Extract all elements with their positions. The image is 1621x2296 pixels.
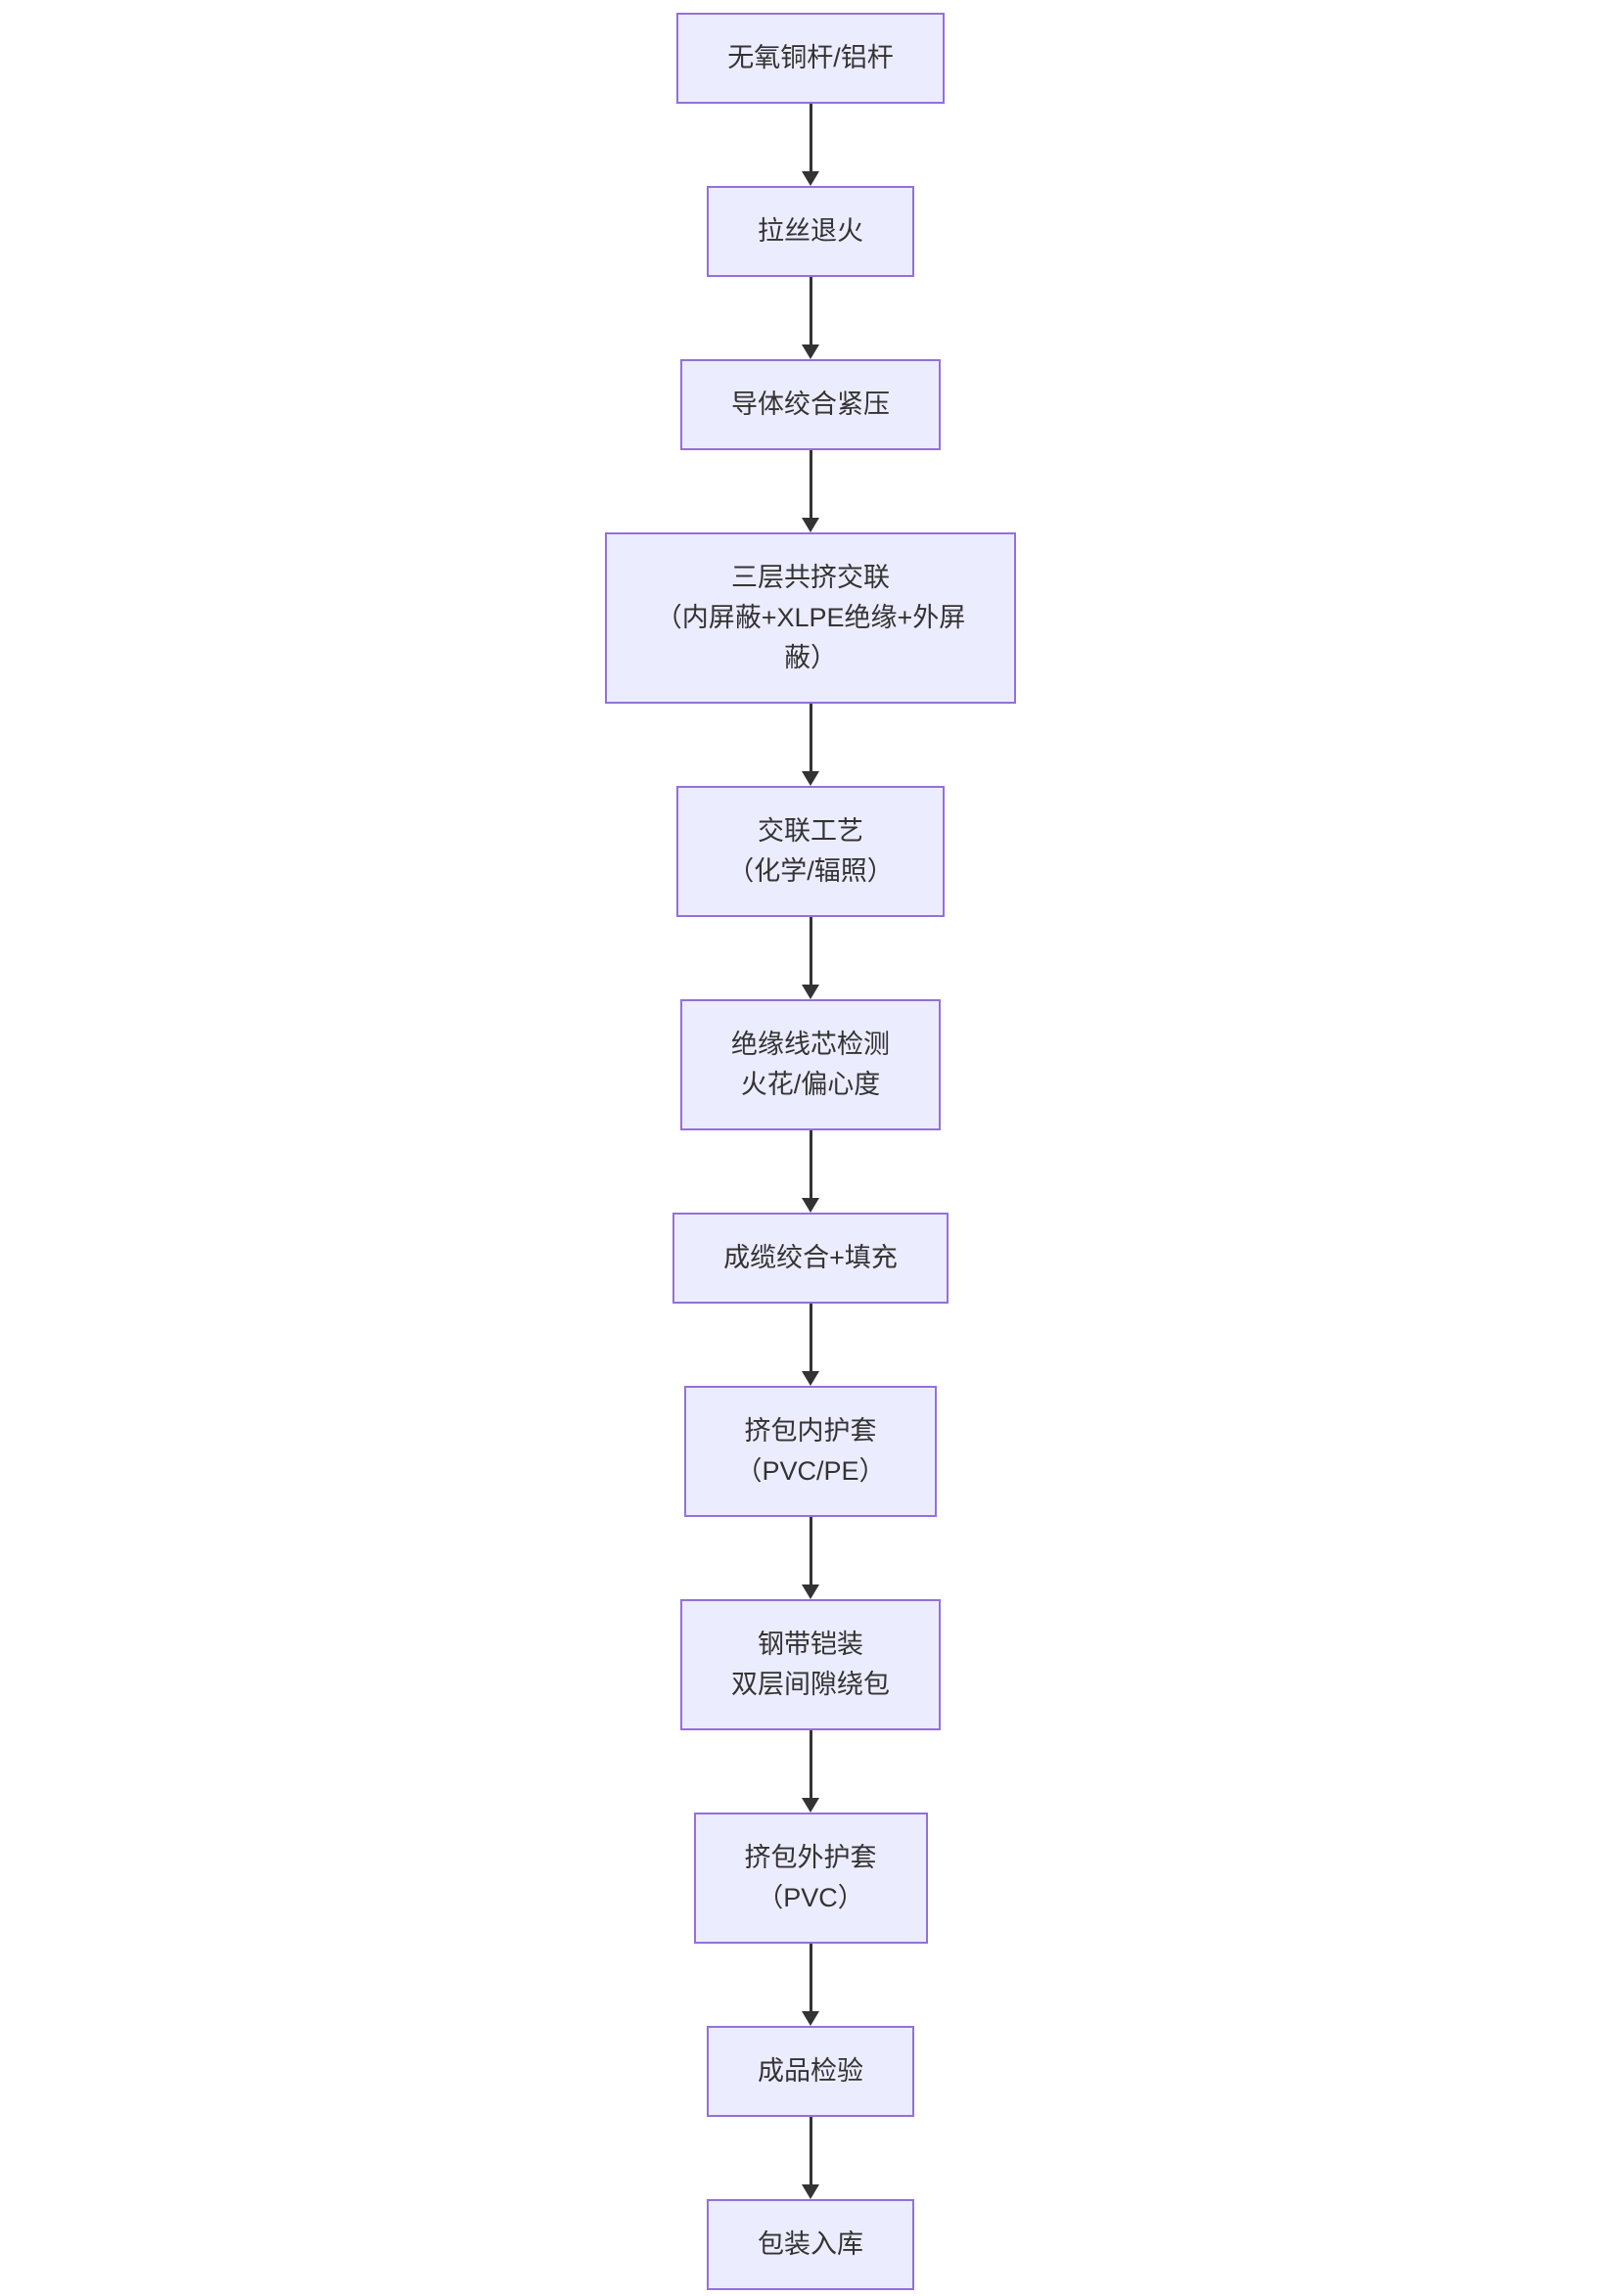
arrowhead-icon: [802, 1371, 819, 1386]
flow-node-label: 挤包外护套: [744, 1843, 877, 1872]
arrow-line: [809, 1304, 812, 1371]
flow-node-label: 导体绞合紧压: [731, 390, 890, 419]
flow-node-final-inspection: 成品检验: [707, 2026, 914, 2117]
arrowhead-icon: [802, 1798, 819, 1813]
flow-node-outer-sheath: 挤包外护套 （PVC）: [693, 1813, 928, 1944]
flow-arrow: [802, 704, 819, 786]
arrow-line: [809, 104, 812, 171]
flow-node-label: 双层间隙绕包: [731, 1670, 890, 1699]
arrowhead-icon: [802, 2184, 819, 2199]
arrow-line: [809, 1517, 812, 1584]
arrowhead-icon: [802, 344, 819, 359]
flow-node-steel-tape-armoring: 钢带铠装双层间隙绕包: [680, 1599, 941, 1730]
arrowhead-icon: [802, 1584, 819, 1599]
flow-node-conductor-stranding: 导体绞合紧压: [680, 359, 941, 450]
flow-arrow: [802, 1944, 819, 2026]
flow-node-label: 三层共挤交联: [730, 563, 890, 592]
flow-arrow: [802, 1517, 819, 1599]
flow-node-label: 挤包内护套: [744, 1416, 877, 1446]
flow-node-label: （PVC/PE）: [735, 1456, 886, 1486]
flow-node-label: （内屏蔽+XLPE绝缘+外屏: [655, 603, 966, 632]
flow-node-label: 拉丝退火: [758, 216, 863, 246]
flow-arrow: [802, 1304, 819, 1386]
arrow-line: [809, 1130, 812, 1198]
flow-node-label: 钢带铠装: [758, 1630, 863, 1659]
flow-node-label: 成缆绞合+填充: [723, 1243, 898, 1272]
flow-node-label: 成品检验: [758, 2056, 863, 2086]
flow-node-cabling-filling: 成缆绞合+填充: [672, 1213, 949, 1304]
arrowhead-icon: [802, 985, 819, 999]
flow-node-inner-sheath: 挤包内护套 （PVC/PE）: [684, 1386, 937, 1517]
flow-node-crosslinking-process: 交联工艺 （化学/辐照）: [676, 786, 945, 917]
flow-node-label: （化学/辐照）: [727, 856, 894, 886]
arrow-line: [809, 917, 812, 985]
flow-node-label: 包装入库: [758, 2229, 863, 2259]
arrow-line: [809, 704, 812, 771]
flow-arrow: [802, 1130, 819, 1213]
arrow-line: [809, 2117, 812, 2184]
arrowhead-icon: [802, 2011, 819, 2026]
flow-node-triple-extrusion: 三层共挤交联 （内屏蔽+XLPE绝缘+外屏蔽）: [604, 532, 1017, 704]
arrow-line: [809, 1944, 812, 2011]
flow-node-raw-material: 无氧铜杆/铝杆: [676, 13, 945, 104]
arrowhead-icon: [802, 518, 819, 532]
arrow-line: [809, 277, 812, 344]
flow-node-drawing-annealing: 拉丝退火: [707, 186, 914, 277]
arrowhead-icon: [802, 1198, 819, 1213]
flow-node-label: 火花/偏心度: [740, 1070, 881, 1099]
flow-node-label: 交联工艺: [757, 816, 863, 846]
flow-arrow: [802, 917, 819, 999]
flow-node-label: （PVC）: [757, 1883, 864, 1912]
flow-node-label: 绝缘线芯检测: [731, 1030, 890, 1059]
flow-arrow: [802, 277, 819, 359]
arrowhead-icon: [802, 171, 819, 186]
arrow-line: [809, 450, 812, 518]
flow-arrow: [802, 1730, 819, 1813]
arrow-line: [809, 1730, 812, 1798]
flow-node-core-inspection: 绝缘线芯检测火花/偏心度: [680, 999, 941, 1130]
flow-arrow: [802, 450, 819, 532]
flow-arrow: [802, 104, 819, 186]
flow-node-packaging-storage: 包装入库: [707, 2199, 914, 2290]
arrowhead-icon: [802, 771, 819, 786]
flow-arrow: [802, 2117, 819, 2199]
flow-node-label: 蔽）: [783, 643, 837, 672]
flow-node-label: 无氧铜杆/铝杆: [727, 43, 894, 72]
